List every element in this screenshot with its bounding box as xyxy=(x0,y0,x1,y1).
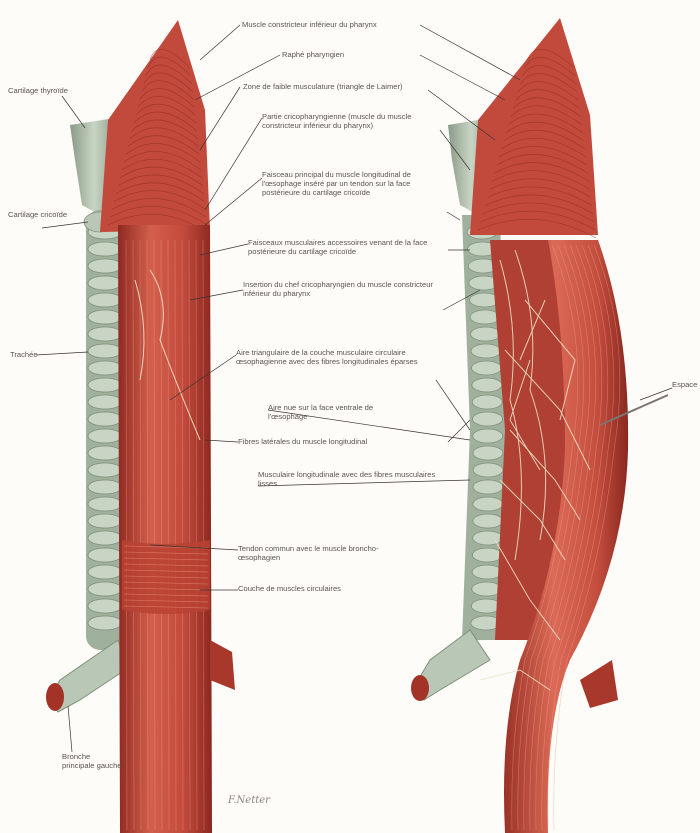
trachea-ring xyxy=(88,344,122,358)
trachea-ring xyxy=(471,327,501,341)
vessel-stub-left xyxy=(210,640,235,690)
label-espace: Espace xyxy=(672,380,700,389)
trachea-ring xyxy=(473,531,503,545)
trachea-ring xyxy=(470,310,500,324)
trachea-ring xyxy=(473,446,503,460)
trachea-ring xyxy=(471,344,501,358)
label-zone-faible: Zone de faible musculature (triangle de … xyxy=(243,82,428,91)
label-cartilage-cricoide: Cartilage cricoïde xyxy=(8,210,68,219)
trachea-ring xyxy=(473,514,503,528)
trachea-ring xyxy=(88,514,122,528)
label-trachee: Trachée xyxy=(10,350,60,359)
label-aire-triangulaire: Aire triangulaire de la couche musculair… xyxy=(236,348,436,366)
left-specimen xyxy=(46,20,235,833)
trachea-ring xyxy=(88,616,122,630)
bronchus-lumen xyxy=(46,683,64,711)
trachea-ring xyxy=(473,429,503,443)
right-specimen xyxy=(411,18,668,833)
trachea-ring xyxy=(88,412,122,426)
trachea-ring xyxy=(88,310,122,324)
label-raphe-pharyngien: Raphé pharyngien xyxy=(282,50,422,59)
trachea-ring xyxy=(472,361,502,375)
trachea-ring xyxy=(88,548,122,562)
trachea-ring xyxy=(88,480,122,494)
trachea-ring xyxy=(88,446,122,460)
trachea-ring xyxy=(88,582,122,596)
trachea-ring xyxy=(473,412,503,426)
label-insertion-chef: Insertion du chef cricopharyngien du mus… xyxy=(243,280,443,298)
label-faisceau-principal: Faisceau principal du muscle longitudina… xyxy=(262,170,447,197)
trachea-ring xyxy=(88,463,122,477)
trachea-ring xyxy=(88,361,122,375)
trachea-ring xyxy=(88,497,122,511)
trachea-left xyxy=(84,210,124,650)
trachea-ring xyxy=(88,276,122,290)
trachea-ring xyxy=(472,378,502,392)
trachea-ring xyxy=(88,395,122,409)
trachea-ring xyxy=(88,327,122,341)
trachea-ring xyxy=(88,378,122,392)
label-aire-nue: Aire nue sur la face ventrale de l'œsoph… xyxy=(268,403,398,421)
label-bronche-principale: Bronche principale gauche xyxy=(62,752,122,770)
trachea-ring xyxy=(472,548,502,562)
trachea-ring xyxy=(88,429,122,443)
label-musculaire-longitudinale: Musculaire longitudinale avec des fibres… xyxy=(258,470,448,488)
trachea-ring xyxy=(472,395,502,409)
trachea-ring xyxy=(88,293,122,307)
trachea-ring xyxy=(472,565,502,579)
trachea-ring xyxy=(88,259,122,273)
trachea-ring xyxy=(473,463,503,477)
trachea-ring xyxy=(473,480,503,494)
label-partie-cricopharyngienne: Partie cricopharyngienne (muscle du musc… xyxy=(262,112,442,130)
trachea-ring xyxy=(473,497,503,511)
trachea-ring xyxy=(88,599,122,613)
label-constricteur-inferieur: Muscle constricteur inférieur du pharynx xyxy=(242,20,482,29)
label-fibres-laterales: Fibres latérales du muscle longitudinal xyxy=(238,437,448,446)
label-faisceaux-accessoires: Faisceaux musculaires accessoires venant… xyxy=(248,238,448,256)
label-tendon-commun: Tendon commun avec le muscle broncho-œso… xyxy=(238,544,408,562)
label-cartilage-thyroide: Cartilage thyroïde xyxy=(8,86,68,95)
artist-signature: F.Netter xyxy=(228,795,270,806)
trachea-ring xyxy=(88,242,122,256)
label-couche-circulaire: Couche de muscles circulaires xyxy=(238,584,418,593)
trachea-ring xyxy=(88,531,122,545)
trachea-ring xyxy=(88,565,122,579)
esophagus-left xyxy=(118,225,212,833)
